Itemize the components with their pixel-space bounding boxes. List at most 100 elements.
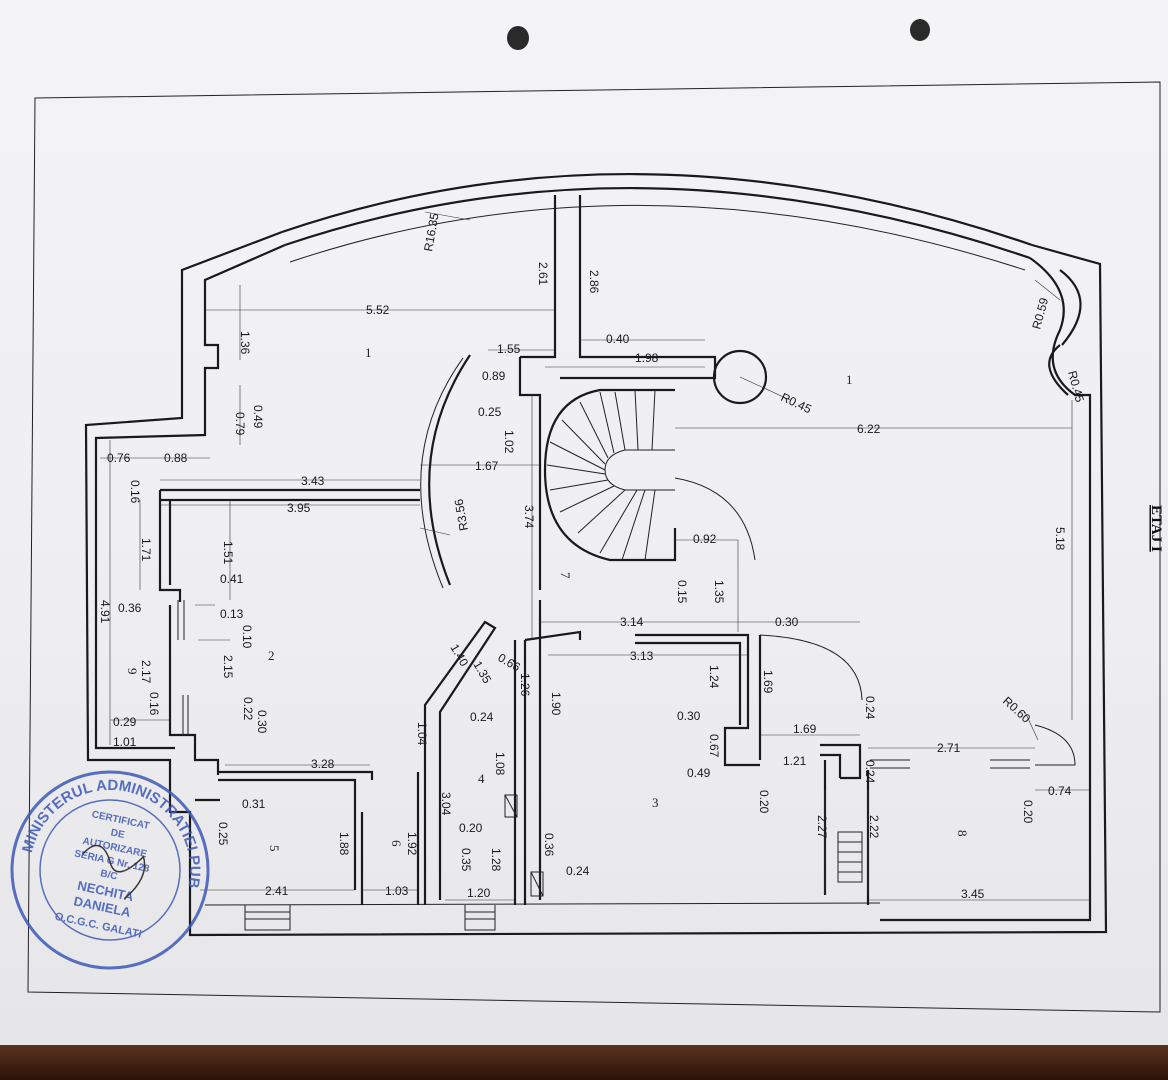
lower-edge (204, 902, 881, 906)
svg-text:1.36: 1.36 (238, 331, 252, 355)
svg-text:3.95: 3.95 (287, 501, 311, 515)
radius-leaders (419, 211, 1061, 741)
svg-text:1.88: 1.88 (337, 832, 351, 856)
spiral-stair-treads (546, 389, 656, 561)
svg-text:1.69: 1.69 (793, 722, 817, 736)
svg-text:2.15: 2.15 (221, 655, 235, 679)
svg-text:0.15: 0.15 (675, 580, 689, 604)
svg-text:0.67: 0.67 (707, 734, 721, 758)
svg-text:1.35: 1.35 (470, 659, 494, 687)
svg-text:0.88: 0.88 (164, 451, 188, 465)
svg-text:1.69: 1.69 (761, 670, 775, 694)
vertical-wall-center (518, 357, 542, 900)
arch-inner (284, 187, 1031, 260)
svg-text:0.24: 0.24 (863, 760, 877, 784)
svg-text:1.02: 1.02 (502, 430, 516, 454)
svg-text:0.25: 0.25 (478, 405, 502, 419)
dimension-labels: 5.52 1.36 0.49 0.79 0.76 0.88 0.16 3.43 … (98, 262, 1072, 901)
svg-text:DE: DE (110, 827, 126, 841)
svg-text:1.35: 1.35 (712, 580, 726, 604)
room5-top-wall (195, 770, 374, 812)
svg-text:6.22: 6.22 (857, 422, 881, 436)
room-number: 5 (267, 845, 282, 852)
svg-text:2.61: 2.61 (536, 262, 550, 286)
signature (82, 844, 146, 900)
room9-window (177, 600, 189, 735)
room3-top-wall (635, 633, 760, 767)
svg-text:3.45: 3.45 (961, 887, 985, 901)
dimension-lines (100, 285, 1090, 901)
svg-text:0.30: 0.30 (775, 615, 799, 629)
svg-text:0.41: 0.41 (220, 572, 244, 586)
room-number: 9 (125, 668, 140, 675)
arch-outer (281, 173, 1033, 247)
svg-text:0.25: 0.25 (216, 822, 230, 846)
svg-text:0.24: 0.24 (566, 864, 590, 878)
svg-text:0.31: 0.31 (242, 797, 266, 811)
punch-hole-left (507, 26, 529, 50)
svg-text:1.26: 1.26 (518, 673, 532, 697)
door-steps-5 (244, 905, 291, 931)
svg-text:0.36: 0.36 (542, 833, 556, 857)
svg-text:0.16: 0.16 (128, 480, 142, 504)
svg-text:1.51: 1.51 (221, 541, 235, 565)
corridor-top (520, 195, 717, 380)
svg-text:0.76: 0.76 (107, 451, 131, 465)
plan-title: ETAJ I (1148, 505, 1164, 552)
spiral-stair-outer (543, 388, 677, 562)
svg-text:5.18: 5.18 (1053, 527, 1067, 551)
svg-text:1.98: 1.98 (635, 351, 659, 365)
svg-text:3.74: 3.74 (522, 505, 536, 529)
door-swing-stair (674, 477, 756, 561)
shaft-4a (504, 794, 518, 818)
svg-text:0.20: 0.20 (459, 821, 483, 835)
svg-text:3.04: 3.04 (439, 792, 453, 816)
room-number: 1 (365, 345, 372, 360)
radius-label-curve: R3.56 (452, 498, 471, 532)
svg-text:0.66: 0.66 (496, 650, 524, 674)
svg-text:1.21: 1.21 (783, 754, 807, 768)
svg-text:1.04: 1.04 (415, 722, 429, 746)
radius-label-arch: R16.35 (421, 212, 442, 253)
outer-wall-right-inner (880, 257, 1092, 922)
bay-r045 (1048, 344, 1069, 396)
svg-text:0.20: 0.20 (757, 790, 771, 814)
svg-text:0.22: 0.22 (241, 697, 255, 721)
svg-text:1.03: 1.03 (385, 884, 409, 898)
svg-text:0.49: 0.49 (687, 766, 711, 780)
outer-wall (84, 230, 1108, 937)
radius-label-bay1: R0.59 (1029, 296, 1051, 331)
svg-text:1.08: 1.08 (493, 752, 507, 776)
svg-text:0.20: 0.20 (1021, 800, 1035, 824)
svg-text:1.24: 1.24 (707, 665, 721, 689)
svg-text:3.14: 3.14 (620, 615, 644, 629)
svg-text:0.40: 0.40 (606, 332, 630, 346)
steps-8 (837, 831, 863, 883)
svg-text:3.43: 3.43 (301, 474, 325, 488)
svg-text:0.24: 0.24 (470, 710, 494, 724)
curved-wall-outer (428, 354, 471, 586)
svg-text:1.71: 1.71 (139, 538, 153, 562)
room-number: 6 (389, 840, 404, 847)
door-steps-4 (464, 905, 496, 931)
spiral-stair-inner (604, 449, 675, 491)
room-number: 1 (846, 372, 853, 387)
svg-text:1.55: 1.55 (497, 342, 521, 356)
shaft-4b (530, 871, 544, 897)
page-frame (27, 81, 1161, 1013)
svg-text:0.92: 0.92 (693, 532, 717, 546)
window-8a (870, 759, 1030, 769)
svg-text:0.79: 0.79 (233, 412, 247, 436)
svg-text:3.28: 3.28 (311, 757, 335, 771)
curved-wall-inner (420, 357, 464, 589)
svg-text:5.52: 5.52 (366, 303, 390, 317)
svg-text:1.67: 1.67 (475, 459, 499, 473)
svg-text:0.24: 0.24 (863, 696, 877, 720)
svg-text:2.27: 2.27 (815, 815, 829, 839)
svg-text:0.89: 0.89 (482, 369, 506, 383)
radius-label-door8: R0.60 (1000, 694, 1033, 726)
punch-hole-right (910, 19, 930, 41)
svg-text:3.13: 3.13 (630, 649, 654, 663)
svg-text:0.36: 0.36 (118, 601, 142, 615)
